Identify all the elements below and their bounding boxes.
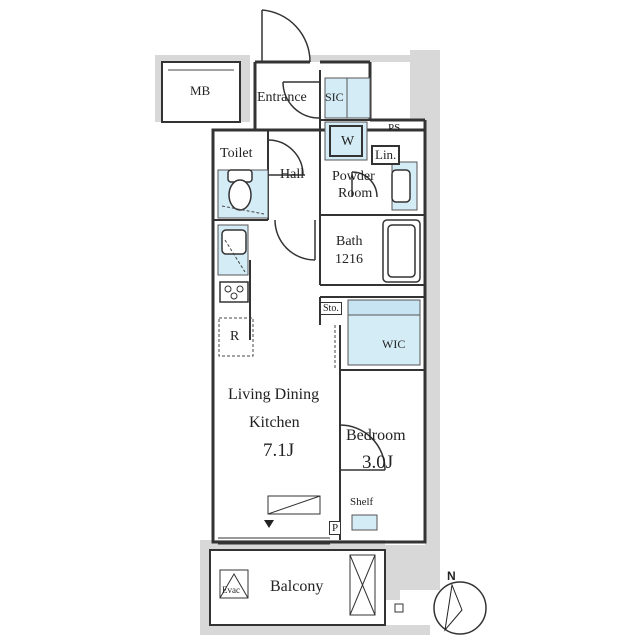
room-label-ps: PS <box>388 122 401 134</box>
window-sashes <box>218 495 330 545</box>
room-label-balcony: Balcony <box>270 578 324 595</box>
room-label-sto: Sto. <box>320 302 342 315</box>
room-label-hall: Hall <box>280 167 305 182</box>
fridge-space <box>218 317 254 357</box>
room-label-evac: Evac <box>222 585 240 595</box>
room-label-r: R <box>230 329 240 344</box>
washer-pan <box>329 125 363 157</box>
compass-label: N <box>447 569 456 583</box>
room-label-bath-1: Bath <box>336 234 363 249</box>
kitchen-sink <box>221 229 247 255</box>
room-label-p: P <box>329 521 342 535</box>
room-label-wic: WIC <box>382 337 406 351</box>
doors <box>261 9 386 471</box>
room-label-ldk-1: Living Dining <box>228 386 320 403</box>
room-label-entrance: Entrance <box>257 90 307 105</box>
room-label-lin: Lin. <box>371 145 401 165</box>
room-label-bedroom: Bedroom <box>346 427 406 444</box>
compass-icon <box>433 581 487 635</box>
dashed-lines <box>221 205 336 370</box>
room-label-ldk-2: Kitchen <box>249 414 300 431</box>
room-label-powder-2: Room <box>338 186 373 201</box>
room-label-sic: SIC <box>325 90 344 104</box>
bathtub <box>382 219 421 283</box>
mb-closet <box>161 61 241 123</box>
toilet-fixture <box>227 169 253 211</box>
room-label-toilet: Toilet <box>220 146 253 161</box>
storage-areas <box>217 77 421 531</box>
entry-arrow-icon <box>264 520 274 528</box>
room-label-w: W <box>341 134 355 149</box>
vanity-sink <box>391 169 411 203</box>
room-label-mb: MB <box>190 83 211 98</box>
stove <box>219 281 249 303</box>
room-size-bedroom: 3.0J <box>362 452 394 473</box>
room-size-ldk: 7.1J <box>263 440 295 461</box>
partitions <box>213 70 425 540</box>
room-label-powder-1: Powder <box>332 169 375 184</box>
room-label-shelf: Shelf <box>350 496 374 508</box>
room-label-bath-2: 1216 <box>335 252 363 267</box>
balcony-area <box>209 549 386 626</box>
meter-marker <box>394 603 404 613</box>
